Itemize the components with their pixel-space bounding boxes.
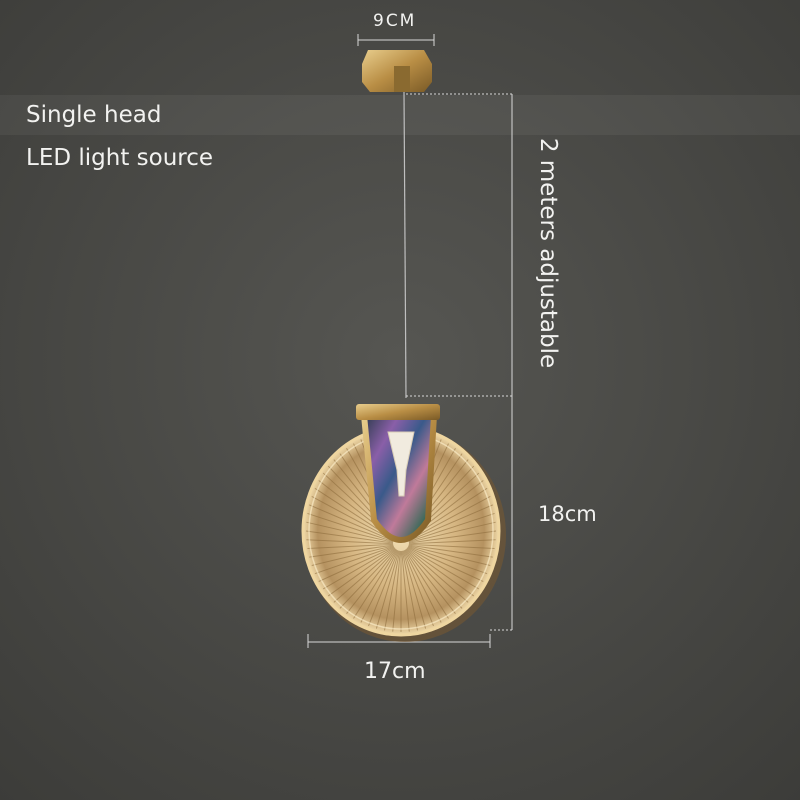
- glass-rib: [327, 547, 396, 597]
- glass-rib: [408, 543, 495, 550]
- lamp-height-dimension: [490, 396, 513, 631]
- glass-rib: [408, 544, 493, 558]
- glass-rib: [307, 512, 394, 543]
- pendant-lamp: [301, 404, 506, 642]
- glass-rib: [403, 550, 442, 623]
- canopy-width-label: 9CM: [373, 11, 417, 31]
- glass-rib: [404, 549, 449, 619]
- cord-length-dimension: [406, 93, 513, 397]
- glass-rib: [392, 550, 401, 632]
- glass-rib: [339, 548, 397, 609]
- glass-rib: [407, 546, 484, 582]
- glass-rib: [408, 530, 497, 544]
- canopy-width-dimension: [357, 34, 435, 46]
- glass-rib: [309, 504, 394, 542]
- glass-rib: [403, 550, 434, 627]
- single-head-label: Single head: [26, 102, 162, 128]
- led-light-source-label: LED light source: [26, 145, 214, 171]
- glass-rib: [406, 547, 475, 597]
- glass-rib: [408, 496, 491, 541]
- glass-rib: [307, 543, 394, 550]
- glass-rib: [322, 547, 395, 590]
- glass-rib: [360, 550, 399, 623]
- glass-rib: [408, 512, 495, 543]
- glass-rib: [375, 550, 400, 629]
- glass-rib: [306, 521, 394, 543]
- glass-rib: [309, 544, 394, 558]
- cord-length-label: 2 meters adjustable: [535, 137, 561, 369]
- glass-rib: [401, 550, 410, 632]
- lamp-width-dimension: [307, 634, 491, 648]
- suspension-cord: [403, 91, 407, 399]
- glass-rib: [408, 521, 496, 543]
- glass-rib: [368, 550, 399, 627]
- glass-rib: [406, 548, 469, 603]
- ceiling-canopy: [362, 50, 432, 92]
- glass-rib: [405, 549, 456, 615]
- glass-rib: [402, 550, 427, 629]
- glass-rib: [311, 496, 394, 541]
- glass-rib: [408, 539, 496, 545]
- glass-rib: [318, 546, 395, 582]
- glass-rib: [306, 539, 394, 545]
- glass-rib: [401, 550, 418, 631]
- glass-rib: [353, 549, 398, 619]
- glass-rib: [405, 548, 463, 609]
- glass-rib: [305, 530, 394, 544]
- glass-rib: [408, 545, 491, 567]
- glass-rib: [408, 504, 493, 542]
- background-band: [0, 95, 800, 135]
- glass-rib: [346, 549, 397, 615]
- lamp-width-label: 17cm: [364, 659, 426, 684]
- glass-rib: [314, 545, 394, 575]
- glass-rib: [408, 545, 488, 575]
- glass-rib: [333, 548, 396, 603]
- glass-rib: [384, 550, 401, 631]
- lamp-height-label: 18cm: [538, 502, 597, 526]
- glass-rib: [407, 547, 480, 590]
- glass-rib: [311, 545, 394, 567]
